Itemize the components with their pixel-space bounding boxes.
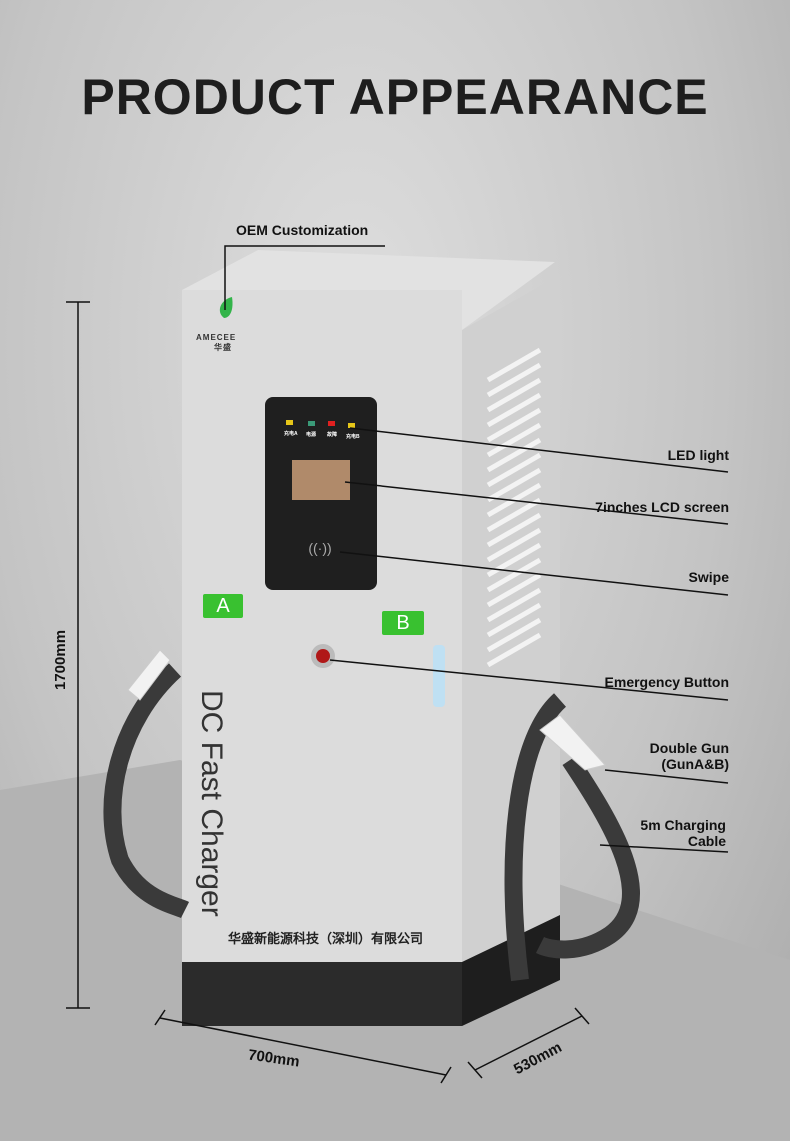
- led-label-charging-b: 充电B: [346, 434, 360, 440]
- led-label-power: 电源: [306, 432, 317, 438]
- callout-double-gun: Double Gun(GunA&B): [650, 740, 729, 772]
- callout-lcd-screen: 7inches LCD screen: [595, 499, 729, 515]
- led-label-fault: 故障: [327, 432, 338, 438]
- svg-text:((·)): ((·)): [308, 540, 331, 556]
- brand-logo-cn: 华盛: [214, 343, 232, 352]
- callout-emergency-button: Emergency Button: [604, 674, 729, 690]
- callout-double-gun-line1: Double Gun: [649, 740, 729, 756]
- callout-led-light: LED light: [667, 447, 729, 463]
- dimension-height: 1700mm: [52, 629, 69, 690]
- brand-logo-text: AMECEE: [196, 333, 237, 342]
- callout-swipe: Swipe: [688, 569, 729, 585]
- callout-double-gun-line2: (GunA&B): [661, 756, 729, 772]
- company-name: 华盛新能源科技（深圳）有限公司: [228, 931, 424, 946]
- callout-cable-line2: Cable: [687, 833, 726, 849]
- callout-oem: OEM Customization: [236, 222, 369, 238]
- page-title: PRODUCT APPEARANCE: [81, 69, 709, 125]
- side-text: DC Fast Charger: [195, 690, 228, 917]
- gun-b-badge: B: [382, 611, 424, 635]
- gun-a-badge: A: [203, 594, 243, 618]
- callout-cable-line1: 5m Charging: [640, 817, 726, 833]
- led-label-charging-a: 充电A: [284, 431, 298, 437]
